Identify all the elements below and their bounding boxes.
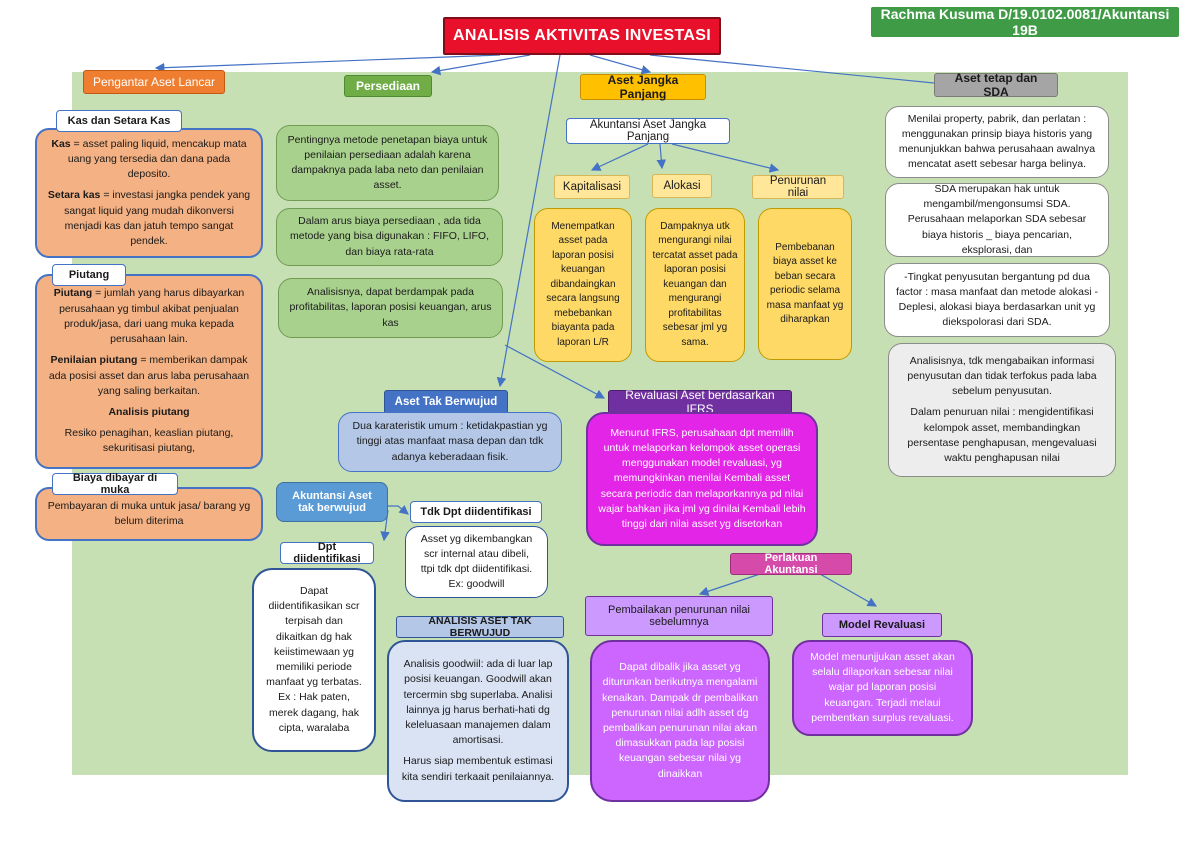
- tetap-box-2: SDA merupakan hak untuk mengambil/mengon…: [885, 183, 1109, 257]
- author-label: Rachma Kusuma D/19.0102.0081/Akuntansi 1…: [871, 6, 1179, 38]
- dpt-label: Dpt diidentifikasi: [280, 541, 374, 565]
- revaluasi-heading: Revaluasi Aset berdasarkan IFRS: [608, 388, 792, 416]
- arrow-to-pembalikan: [698, 573, 761, 596]
- persediaan-box-1: Pentingnya metode penetapan biaya untuk …: [276, 125, 499, 201]
- penilaian-piutang-text: = memberikan dampak ada posisi asset dan…: [48, 354, 250, 397]
- ajp-sub-label: Akuntansi Aset Jangka Panjang: [566, 118, 730, 144]
- kas-label: Kas dan Setara Kas: [56, 110, 182, 132]
- arrow-to-ajp: [589, 54, 652, 75]
- atb-box: Dua karateristik umum : ketidakpastian y…: [338, 412, 562, 472]
- kapitalisasi-label: Kapitalisasi: [554, 175, 630, 199]
- biaya-text: Pembayaran di muka untuk jasa/ barang yg…: [47, 499, 251, 527]
- tetap-box-3: -Tingkat penyusutan bergantung pd dua fa…: [884, 263, 1110, 337]
- arrow-to-model: [819, 573, 878, 607]
- tetap-box-1: Menilai property, pabrik, dan perlatan :…: [885, 106, 1109, 178]
- persediaan-heading: Persediaan: [344, 75, 432, 97]
- piutang-label: Piutang: [52, 264, 126, 286]
- arrow-to-persediaan: [430, 54, 531, 76]
- setara-kas-term: Setara kas: [47, 189, 101, 202]
- pembalikan-box: Dapat dibalik jika asset yg diturunkan b…: [590, 640, 770, 802]
- arrow-to-penurunan: [671, 143, 780, 173]
- revaluasi-box: Menurut IFRS, perusahaan dpt memilih unt…: [586, 412, 818, 546]
- analisis-piutang-text: Resiko penagihan, keaslian piutang, seku…: [64, 427, 234, 455]
- analisis-atb-box: Analisis goodwiil: ada di luar lap posis…: [387, 640, 569, 802]
- pengantar-heading: Pengantar Aset Lancar: [83, 70, 225, 94]
- penurunan-nilai-label: Penurunan nilai: [752, 175, 844, 199]
- tetap-heading: Aset tetap dan SDA: [934, 71, 1058, 99]
- tetap-box-4: Analisisnya, tdk mengabaikan informasi p…: [888, 343, 1116, 477]
- biaya-box: Pembayaran di muka untuk jasa/ barang yg…: [35, 487, 263, 541]
- ajp-heading: Aset Jangka Panjang: [580, 73, 706, 101]
- alokasi-box: Dampaknya utk mengurangi nilai tercatat …: [645, 208, 745, 362]
- penilaian-piutang-term: Penilaian piutang: [50, 354, 138, 367]
- arrow-to-pengantar: [154, 54, 501, 73]
- kas-box: Kas = asset paling liquid, mencakup mata…: [35, 128, 263, 258]
- tetap-analisis-text: Analisisnya, tdk mengabaikan informasi p…: [907, 354, 1097, 398]
- analisis-atb-label: ANALISIS ASET TAK BERWUJUD: [396, 615, 564, 639]
- akuntansi-atb-label: Akuntansi Aset tak berwujud: [276, 482, 388, 522]
- analisis-estimasi-text: Harus siap membentuk estimasi kita sendi…: [401, 755, 555, 783]
- piutang-box: Piutang = jumlah yang harus dibayarkan p…: [35, 274, 263, 469]
- piutang-term: Piutang: [53, 287, 93, 300]
- kas-term: Kas: [51, 137, 71, 150]
- penurunan-nilai-box: Pembebanan biaya asset ke beban secara p…: [758, 208, 852, 360]
- pembalikan-label: Pembailakan penurunan nilai sebelumnya: [585, 596, 773, 636]
- arrow-to-revaluasi: [504, 344, 606, 399]
- dpt-box: Dapat diidentifikasikan scr terpisah dan…: [252, 568, 376, 752]
- arrow-to-atb: [496, 54, 561, 388]
- kas-text: = asset paling liquid, mencakup mata uan…: [67, 137, 247, 181]
- setara-kas-text: = investasi jangka pendek yang sangat li…: [64, 189, 251, 248]
- perlakuan-label: Perlakuan Akuntansi: [730, 552, 852, 576]
- arrow-to-tdk: [388, 505, 409, 515]
- kapitalisasi-box: Menempatkan asset pada laporan posisi ke…: [534, 208, 632, 362]
- arrow-to-alokasi: [656, 143, 667, 170]
- arrow-to-kapitalisasi: [590, 143, 649, 171]
- analisis-piutang-term: Analisis piutang: [108, 405, 190, 418]
- model-revaluasi-box: Model menunjjukan asset akan selalu dila…: [792, 640, 973, 736]
- model-revaluasi-label: Model Revaluasi: [822, 613, 942, 637]
- atb-heading: Aset Tak Berwujud: [384, 390, 508, 414]
- persediaan-box-3: Analisisnya, dapat berdampak pada profit…: [278, 278, 503, 338]
- tetap-penurunan-text: Dalam penuruan nilai : mengidentifikasi …: [907, 406, 1097, 465]
- page-title: ANALISIS AKTIVITAS INVESTASI: [443, 17, 721, 55]
- piutang-text: = jumlah yang harus dibayarkan perusahaa…: [59, 287, 245, 346]
- tdk-dpt-box: Asset yg dikembangkan scr internal atau …: [405, 526, 548, 598]
- analisis-goodwill-text: Analisis goodwiil: ada di luar lap posis…: [403, 658, 553, 747]
- persediaan-box-2: Dalam arus biaya persediaan , ada tida m…: [276, 208, 503, 266]
- biaya-label: Biaya dibayar di muka: [52, 472, 178, 496]
- tdk-dpt-label: Tdk Dpt diidentifikasi: [410, 501, 542, 523]
- alokasi-label: Alokasi: [652, 174, 712, 198]
- arrow-to-tetap: [649, 54, 946, 88]
